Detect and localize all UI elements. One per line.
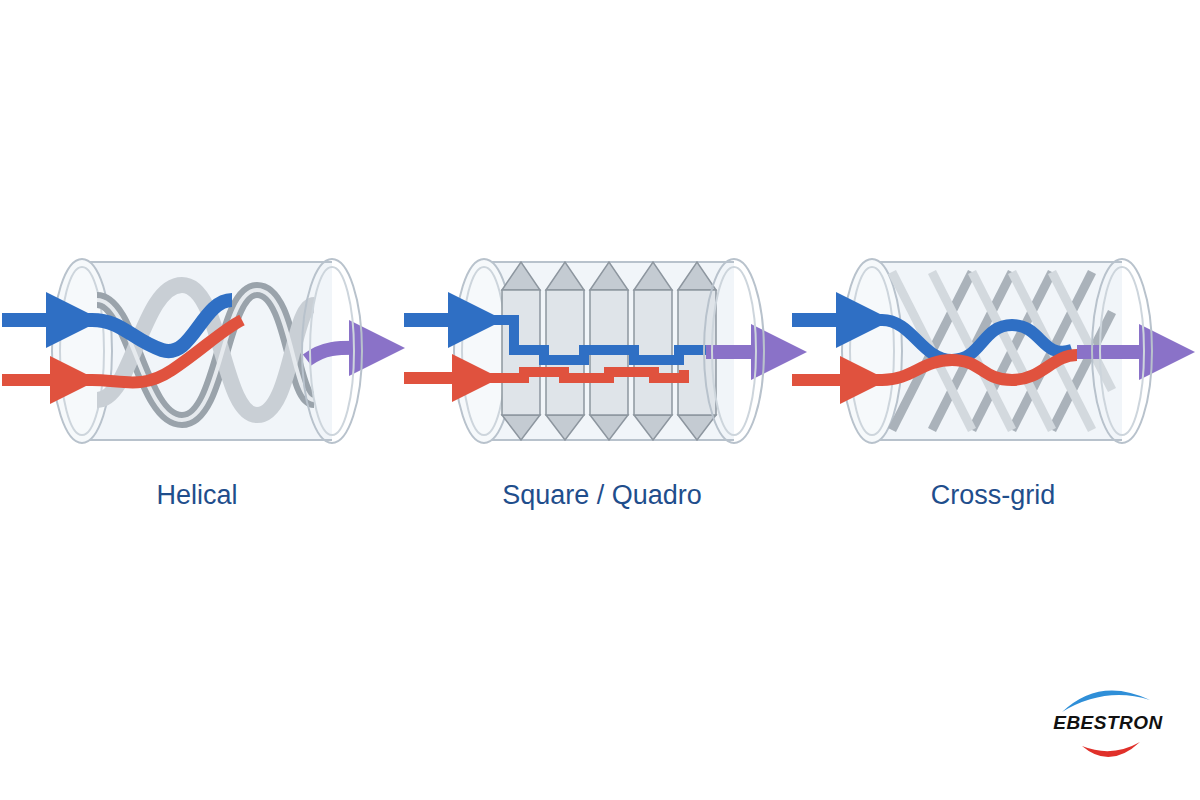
- logo-swoosh: [1082, 742, 1140, 757]
- blue-inlet-arrow: [792, 313, 864, 327]
- blue-inlet-arrow: [404, 313, 476, 327]
- cross-grid-mixer: [792, 259, 1167, 443]
- tube-flange: [1092, 259, 1152, 443]
- element-tip: [546, 262, 584, 440]
- purple-outlet-arrow: [1077, 345, 1167, 359]
- element-cell: [634, 290, 672, 415]
- blue-inlet-arrow: [2, 313, 74, 327]
- logo-arc: [1062, 690, 1150, 712]
- element-tip: [634, 262, 672, 440]
- grid-bar: [972, 272, 1052, 430]
- grid-bar: [972, 272, 1052, 430]
- red-inlet-arrow: [792, 374, 864, 386]
- tube-flange: [302, 259, 362, 443]
- red-inlet-arrow: [2, 374, 74, 386]
- tube-edge: [82, 439, 332, 441]
- brand-logo: EBESTRON: [1053, 712, 1163, 734]
- tube-flange: [842, 259, 902, 443]
- tube-flange: [52, 259, 112, 443]
- tube-flange-inner: [310, 267, 354, 435]
- tube-flange-inner: [1100, 267, 1144, 435]
- tube-flange-inner: [462, 267, 506, 435]
- purple-outlet-arrow: [307, 348, 377, 360]
- tube-flange: [704, 259, 764, 443]
- red-inlet-arrow: [404, 372, 476, 384]
- element-cell: [546, 290, 584, 415]
- red-flow: [14, 320, 242, 383]
- mixer-caption: Cross-grid: [931, 480, 1056, 511]
- helical-mixer: [2, 259, 377, 443]
- grid-bar: [1052, 272, 1112, 390]
- tube-edge: [82, 261, 332, 263]
- tube-flange-inner: [850, 267, 894, 435]
- mixer-caption: Helical: [156, 480, 237, 511]
- purple-outlet-arrow: [706, 345, 779, 359]
- tube-edge: [872, 261, 1122, 263]
- square-mixer: [404, 259, 779, 443]
- tube-flange-inner: [712, 267, 756, 435]
- tube-edge: [872, 439, 1122, 441]
- mixer-caption: Square / Quadro: [502, 480, 702, 511]
